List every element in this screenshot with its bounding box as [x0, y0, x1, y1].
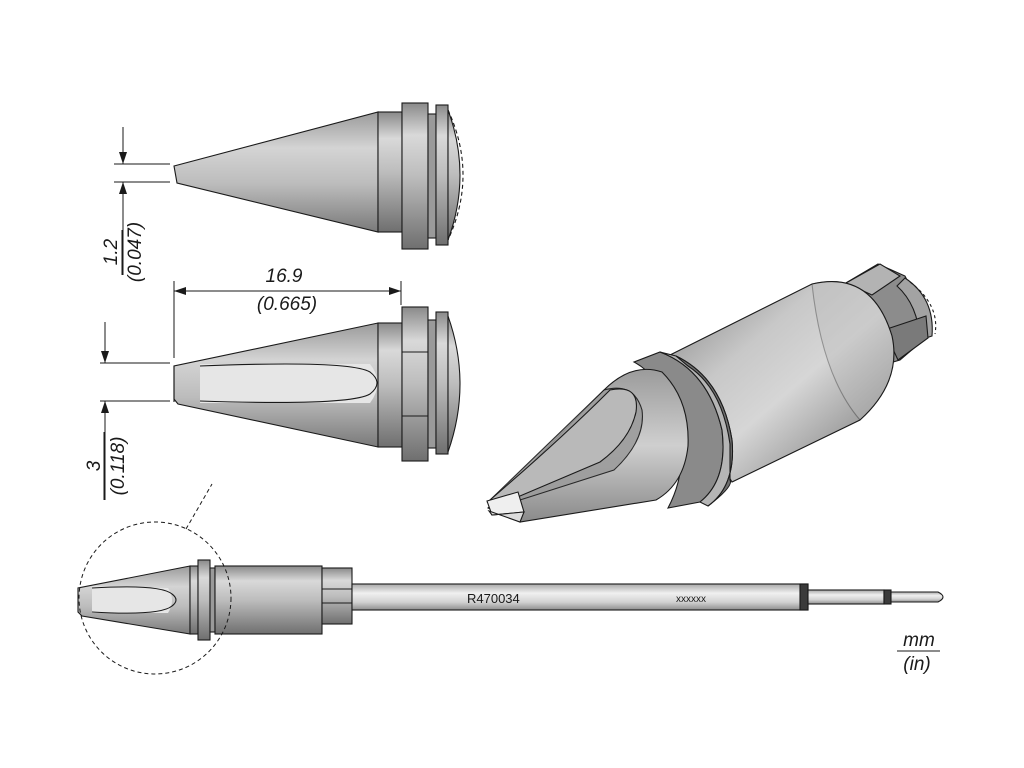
width-in-label: (0.118) [108, 437, 129, 496]
detail-callout [78, 483, 232, 675]
serial-placeholder-label: xxxxxx [676, 594, 706, 605]
units-in-label: (in) [903, 654, 930, 675]
thickness-dimension: 1.2 (0.047) [101, 127, 170, 282]
side-view-tip [173, 102, 464, 250]
top-view-tip [173, 306, 461, 462]
part-number-label: R470034 [467, 591, 520, 606]
length-mm-label: 16.9 [266, 266, 303, 287]
thickness-in-label: (0.047) [125, 222, 146, 282]
units-mm-label: mm [903, 630, 935, 651]
length-dimension: 16.9 (0.665) [173, 266, 402, 358]
width-dimension: 3 (0.118) [84, 322, 170, 500]
width-mm-label: 3 [84, 460, 105, 471]
units-legend: mm (in) [897, 630, 940, 675]
full-cartridge-view: R470034 xxxxxx [77, 559, 944, 641]
thickness-mm-label: 1.2 [101, 238, 122, 265]
isometric-view-tip [486, 263, 937, 523]
length-in-label: (0.665) [257, 294, 317, 315]
